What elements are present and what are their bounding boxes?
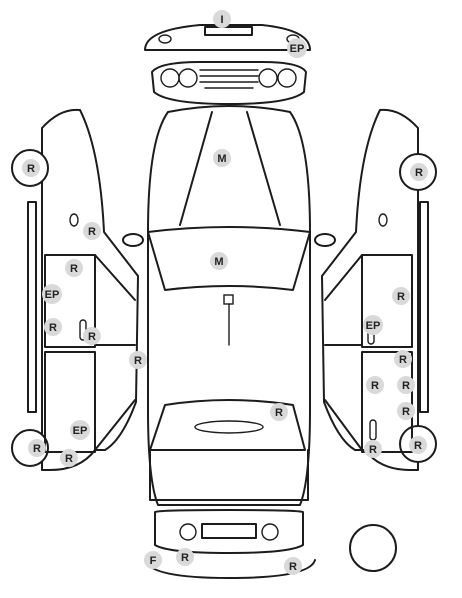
marker-right-front-wheel: R: [410, 163, 428, 181]
marker-code: R: [397, 291, 405, 303]
marker-rear-bumper-left: F: [144, 551, 162, 569]
rear-face: [154, 509, 304, 554]
marker-badge-circle: [410, 163, 428, 181]
marker-front-bumper-right: EP: [287, 38, 307, 58]
marker-code: R: [402, 406, 410, 418]
marker-badge-circle: [44, 318, 62, 336]
marker-code: R: [70, 263, 78, 275]
marker-right-rear-door-edge: R: [397, 376, 415, 394]
marker-badge-circle: [284, 557, 302, 575]
marker-left-mirror-ep: EP: [42, 284, 62, 304]
marker-code: R: [88, 331, 96, 343]
marker-code: M: [217, 153, 226, 165]
marker-badge-circle: [144, 551, 162, 569]
marker-right-front-handle-ep: EP: [363, 315, 383, 335]
marker-code: R: [27, 163, 35, 175]
marker-badge-circle: [397, 402, 415, 420]
marker-code: EP: [73, 425, 88, 437]
front-face: [151, 61, 307, 105]
marker-badge-circle: [394, 350, 412, 368]
marker-badge-circle: [364, 440, 382, 458]
marker-badge-circle: [70, 420, 90, 440]
marker-left-front-fender: R: [83, 222, 101, 240]
marker-code: EP: [290, 43, 305, 55]
marker-windshield: M: [210, 252, 228, 270]
marker-code: F: [150, 555, 157, 567]
right-mirror: [314, 233, 336, 247]
marker-left-rear-wheel: R: [28, 439, 46, 457]
damage-markers: I EP M M R R R R EP R R R EP R R R R EP R R R R R R F R R: [22, 10, 428, 575]
front-bumper: [144, 24, 311, 51]
marker-code: R: [415, 167, 423, 179]
spare-wheel: [349, 524, 397, 572]
marker-left-front-door-lower: R: [44, 318, 62, 336]
marker-right-rear-wheel: R: [409, 436, 427, 454]
marker-code: R: [181, 552, 189, 564]
marker-badge-circle: [210, 252, 228, 270]
marker-code: R: [134, 355, 142, 367]
marker-code: M: [214, 256, 223, 268]
marker-badge-circle: [287, 38, 307, 58]
marker-badge-circle: [83, 222, 101, 240]
marker-badge-circle: [60, 449, 78, 467]
marker-badge-circle: [176, 548, 194, 566]
marker-code: I: [220, 14, 223, 26]
marker-badge-circle: [392, 287, 410, 305]
marker-badge-circle: [363, 315, 383, 335]
marker-rear-bumper-right: R: [284, 557, 302, 575]
marker-code: R: [33, 443, 41, 455]
marker-badge-circle: [213, 149, 231, 167]
marker-badge-circle: [409, 436, 427, 454]
marker-badge-circle: [270, 403, 288, 421]
marker-right-rear-handle: R: [364, 440, 382, 458]
marker-code: R: [289, 561, 297, 573]
marker-left-rear-fender: R: [60, 449, 78, 467]
marker-code: R: [88, 226, 96, 238]
marker-code: EP: [366, 320, 381, 332]
marker-left-front-door: R: [65, 259, 83, 277]
marker-rear-bumper-center: R: [176, 548, 194, 566]
marker-badge-circle: [22, 159, 40, 177]
car-body: [147, 105, 311, 506]
marker-code: R: [402, 380, 410, 392]
right-side-profile: [321, 108, 437, 471]
marker-code: R: [371, 380, 379, 392]
marker-left-front-wheel: R: [22, 159, 40, 177]
marker-code: R: [399, 354, 407, 366]
marker-code: R: [275, 407, 283, 419]
marker-badge-circle: [397, 376, 415, 394]
marker-badge-circle: [65, 259, 83, 277]
marker-left-b-pillar: R: [129, 351, 147, 369]
marker-right-rear-door-lower: R: [397, 402, 415, 420]
marker-right-b-pillar: R: [394, 350, 412, 368]
marker-left-rear-door-ep: EP: [70, 420, 90, 440]
marker-badge-circle: [213, 10, 231, 28]
marker-code: R: [414, 440, 422, 452]
marker-hood: M: [213, 149, 231, 167]
marker-code: R: [65, 453, 73, 465]
marker-badge-circle: [42, 284, 62, 304]
marker-badge-circle: [129, 351, 147, 369]
marker-code: R: [49, 322, 57, 334]
marker-code: R: [369, 444, 377, 456]
marker-rear-window: R: [270, 403, 288, 421]
marker-code: EP: [45, 289, 60, 301]
marker-left-front-handle: R: [83, 327, 101, 345]
marker-front-bumper-top: I: [213, 10, 231, 28]
marker-badge-circle: [83, 327, 101, 345]
marker-right-rear-door: R: [366, 376, 384, 394]
left-mirror: [122, 233, 144, 247]
marker-badge-circle: [28, 439, 46, 457]
marker-right-front-door: R: [392, 287, 410, 305]
marker-badge-circle: [366, 376, 384, 394]
